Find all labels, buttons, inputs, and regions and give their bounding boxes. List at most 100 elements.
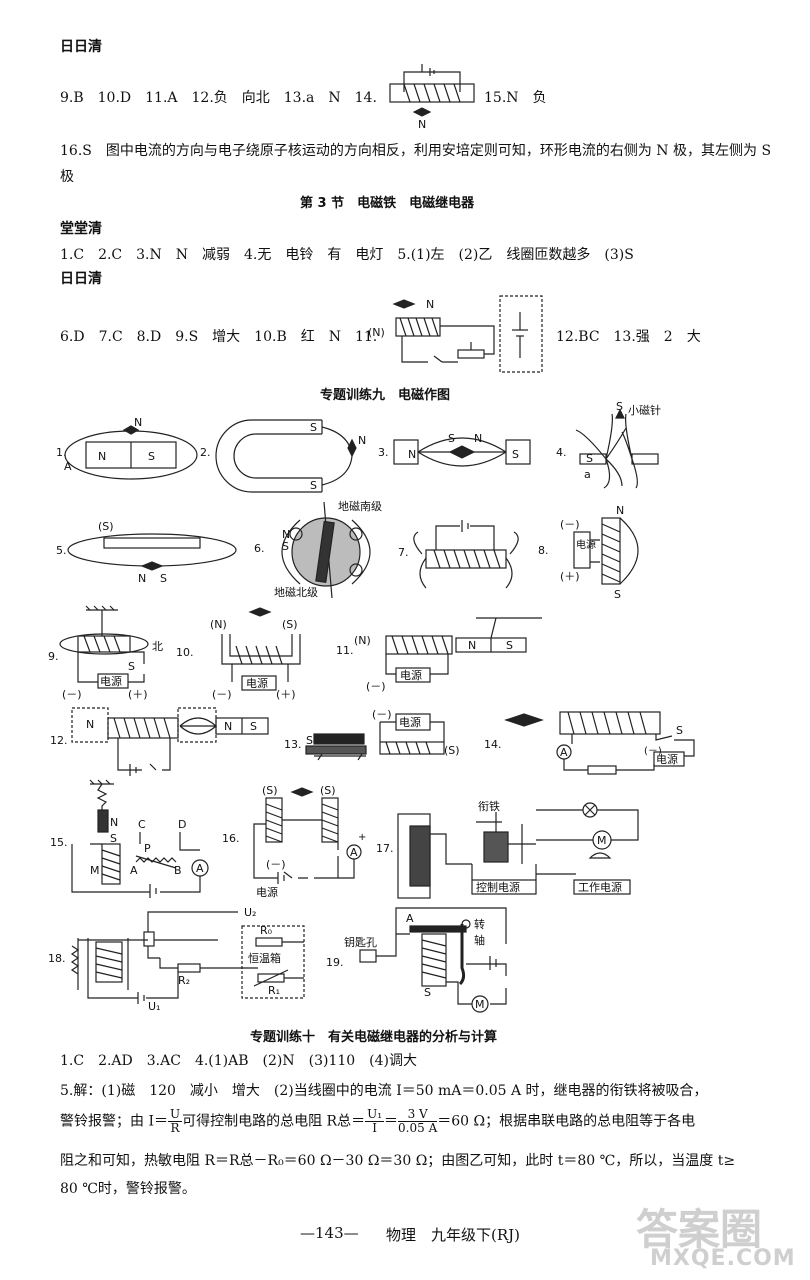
answer-5-line-4: 80 ℃时，警铃报警。 [60, 1181, 196, 1197]
label-n-paren: (N) [210, 618, 227, 631]
heading-tangtangqing: 堂堂清 [60, 221, 102, 237]
label-s: S [586, 452, 593, 465]
label-c: C [138, 818, 146, 831]
figure-13: 13. S (－) 电源 (S) [284, 708, 460, 761]
label-n: N [426, 298, 434, 311]
num-18: 18. [48, 952, 66, 965]
label-s: S [160, 572, 167, 585]
figure-14: 14. S A 电源 (－) [484, 711, 695, 775]
num-15: 15. [50, 836, 68, 849]
meter-a-label: A [196, 862, 204, 875]
label-minus: (－) [560, 518, 580, 531]
figure-12: 12. N N S [50, 707, 269, 776]
label-plus: (＋) [128, 688, 148, 701]
watermark-url: MXQE.COM [650, 1246, 796, 1271]
label-n: N [418, 118, 426, 131]
meter-a-label: A [350, 846, 358, 859]
num-17: 17. [376, 842, 394, 855]
label-n: N [408, 448, 416, 461]
num-10: 10. [176, 646, 194, 659]
figure-17: 17. 衔铁 M 控制电源 工作电源 [376, 800, 639, 899]
label-s: S [310, 479, 317, 492]
meter-m-label: M [475, 998, 485, 1011]
label-axis-2: 轴 [474, 933, 485, 947]
label-a: A [406, 912, 414, 925]
label-power: 电源 [656, 752, 678, 766]
num-19: 19. [326, 956, 344, 969]
figure-19: 19. 钥匙孔 A 转 轴 S M [326, 907, 507, 1013]
frac3-num: 3 V [398, 1108, 438, 1122]
label-axis-1: 转 [474, 917, 485, 931]
figure-16: 16. (S) (S) A + (－) 电源 [222, 784, 366, 899]
label-s: S [616, 400, 623, 413]
label-n: N [474, 432, 482, 445]
label-s: S [250, 720, 257, 733]
frac3-den: 0.05 A [398, 1121, 438, 1135]
answer-16: 16.S 图中电流的方向与电子绕原子核运动的方向相反，利用安培定则可知，环形电流… [60, 143, 772, 185]
q5-text-d: ＝60 Ω；根据串联电路的总电阻等于各电 [437, 1113, 696, 1130]
figure-18: 18. U₂ R₀ 恒温箱 R₁ R₂ U₁ [48, 906, 305, 1013]
label-power: 电源 [100, 674, 122, 688]
label-a: A [130, 864, 138, 877]
num-16: 16. [222, 832, 240, 845]
label-s: S [676, 724, 683, 737]
figure-1: 1. N S N A [56, 416, 198, 480]
meter-m-label: M [597, 834, 607, 847]
label-n: N [134, 416, 142, 429]
figure-8: 8. (－) 电源 (＋) N S [538, 504, 639, 601]
num-12: 12. [50, 734, 68, 747]
label-geo-south: 地磁南级 [338, 500, 382, 513]
label-minus: (－) [644, 746, 662, 757]
label-u1: U₁ [148, 1000, 160, 1013]
label-n: N [224, 720, 232, 733]
frac1-den: R [170, 1121, 180, 1135]
figure-11: 11. (N) 电源 (－) N S [336, 617, 542, 693]
label-s-paren: (S) [282, 618, 298, 631]
label-n: N [98, 450, 106, 463]
label-keyhole: 钥匙孔 [344, 935, 377, 949]
label-s-paren: (S) [444, 744, 460, 757]
label-plus: (＋) [276, 688, 296, 701]
num-2: 2. [200, 446, 211, 459]
label-r2: R₂ [178, 974, 190, 987]
num-14: 14. [484, 738, 502, 751]
electromagnet-figure-11: (N) N [368, 295, 543, 373]
answers-row-2: 1.C 2.C 3.N N 减弱 4.无 电铃 有 电灯 5.(1)左 (2)乙… [60, 247, 634, 263]
label-r1: R₁ [268, 984, 280, 997]
label-s: S [448, 432, 455, 445]
figure-5: 5. (S) N S [56, 520, 237, 585]
answers-row-3: 6.D 7.C 8.D 9.S 增大 10.B 红 N 11. [60, 329, 378, 345]
heading-ririqing-2: 日日清 [60, 271, 102, 287]
label-n: N [110, 816, 118, 829]
label-geo-north: 地磁北级 [274, 586, 318, 599]
figure-15: 15. N S C D P A B A M [50, 779, 209, 898]
label-s-paren: (S) [262, 784, 278, 797]
label-power: 电源 [256, 885, 278, 899]
answer-5-line-1: 5.解：(1)磁 120 减小 增大 (2)当线圈中的电流 I＝50 mA＝0.… [60, 1083, 708, 1099]
special-10-title: 专题训练十 有关电磁继电器的分析与计算 [250, 1030, 498, 1045]
label-n: N [468, 639, 476, 652]
label-s: S [424, 986, 431, 999]
label-minus: (－) [366, 680, 386, 693]
label-p: P [144, 842, 151, 855]
label-n: N [282, 528, 290, 541]
label-small-needle: 小磁针 [628, 403, 661, 417]
label-minus: (－) [266, 858, 286, 871]
heading-ririqing: 日日清 [60, 39, 102, 55]
label-n-paren: (N) [354, 634, 371, 647]
answers-row-1-right: 15.N 负 [484, 90, 547, 106]
num-9: 9. [48, 650, 59, 663]
num-5: 5. [56, 544, 67, 557]
label-minus: (－) [212, 688, 232, 701]
figure-7: 7. [398, 520, 519, 589]
figure-10: 10. (N) (S) 电源 (－) (＋) [176, 607, 301, 701]
num-1: 1. [56, 446, 67, 459]
label-r0: R₀ [260, 924, 273, 937]
q5-text-a: 警铃报警；由 I＝ [60, 1113, 168, 1130]
label-s: S [110, 832, 117, 845]
meter-a-label: A [560, 746, 568, 759]
